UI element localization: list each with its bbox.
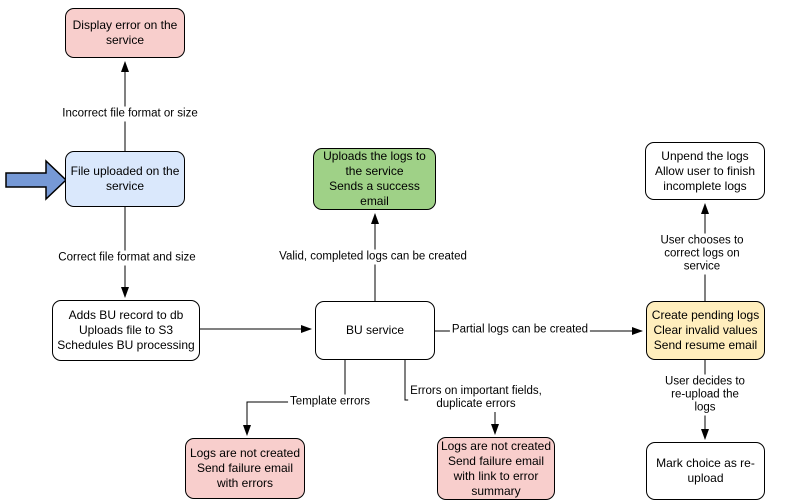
node-logs-not-created-field-errors: Logs are not created Send failure email …	[437, 437, 555, 500]
node-unpend-logs: Unpend the logs Allow user to finish inc…	[645, 142, 765, 200]
node-bu-service: BU service	[315, 301, 435, 360]
node-display-error: Display error on the service	[65, 8, 185, 58]
node-create-pending-logs: Create pending logs Clear invalid values…	[646, 301, 765, 360]
input-arrow-icon	[5, 159, 68, 201]
node-mark-reupload: Mark choice as re- upload	[646, 442, 765, 500]
edge-label-incorrect-file-format: Incorrect file format or size	[60, 106, 200, 122]
edge-label-user-reuploads: User decides to re-upload the logs	[657, 374, 753, 416]
edge-label-user-corrects-on-service: User chooses to correct logs on service	[652, 233, 752, 275]
node-uploads-logs-success: Uploads the logs to the service Sends a …	[313, 148, 436, 210]
edge-label-template-errors: Template errors	[288, 394, 372, 410]
node-file-uploaded: File uploaded on the service	[65, 151, 185, 207]
edge-label-correct-file-format: Correct file format and size	[56, 250, 198, 266]
edge-label-valid-completed-logs: Valid, completed logs can be created	[277, 249, 469, 265]
node-logs-not-created-template-errors: Logs are not created Send failure email …	[185, 438, 305, 499]
edge-label-important-field-errors: Errors on important fields, duplicate er…	[408, 384, 544, 412]
edge-label-partial-logs: Partial logs can be created	[449, 322, 591, 338]
node-adds-bu-record: Adds BU record to db Uploads file to S3 …	[52, 300, 200, 361]
